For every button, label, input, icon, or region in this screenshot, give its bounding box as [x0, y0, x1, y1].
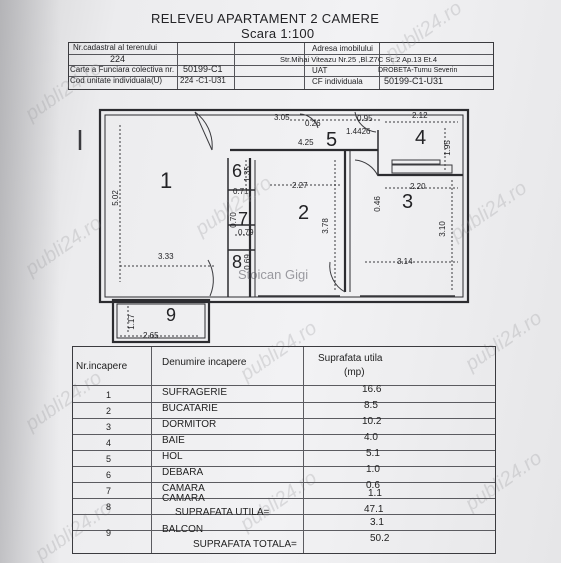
row-name: BUCATARIE	[162, 403, 218, 414]
suprafata-totala-value: 50.2	[370, 533, 390, 544]
room-number-2: 2	[298, 202, 310, 224]
cf-value: 50199-C1-U31	[384, 76, 444, 86]
document-title: RELEVEU APARTAMENT 2 CAMERE	[151, 11, 380, 26]
adresa-value: Str.Mihai Viteazu Nr.25 ,Bl.Z7C Sc.2 Ap.…	[280, 55, 438, 64]
cod-unitate-value: 224 -C1-U31	[180, 76, 226, 85]
row-nr: 6	[106, 470, 112, 480]
suprafata-utila-value: 47.1	[364, 504, 384, 515]
room-number-7: 7	[238, 209, 249, 229]
row-nr: 1	[106, 390, 112, 400]
header-unit: (mp)	[344, 367, 365, 378]
row-nr: 3	[106, 422, 112, 432]
row-name: CAMARA	[162, 493, 205, 504]
row-area: 5.1	[366, 448, 380, 459]
adresa-label: Adresa imobilului	[312, 44, 373, 53]
uat-label: UAT	[312, 66, 328, 75]
row-nr: 7	[106, 486, 112, 496]
dim-2-20: 2.20	[410, 182, 426, 191]
header-name: Denumire incapere	[162, 357, 247, 368]
dim-2-65: 2.65	[143, 331, 159, 340]
suprafata-totala-label: SUPRAFATA TOTALA=	[193, 539, 297, 550]
header-area: Suprafata utila	[318, 353, 383, 364]
dim-1-4426: 1.4426	[346, 127, 371, 136]
nr-cadastral-label: Nr.cadastral al terenului	[73, 43, 158, 52]
document-scale: Scara 1:100	[241, 26, 315, 41]
room-number-4: 4	[415, 127, 427, 149]
row-name: HOL	[162, 451, 183, 462]
row-area: 16.6	[362, 384, 382, 395]
room-number-8: 8	[232, 252, 243, 272]
areas-table	[72, 346, 496, 554]
row-name: CAMARA	[162, 483, 205, 494]
dim-0-26: 0.26	[305, 119, 321, 128]
balcon-area: 3.1	[370, 517, 384, 528]
balcon-nr: 9	[106, 528, 112, 538]
row-nr: 4	[106, 438, 112, 448]
dim-0-71: 0.71	[233, 187, 249, 196]
page-shadow	[0, 0, 60, 563]
row-nr: 8	[106, 502, 112, 512]
row-name: DORMITOR	[162, 419, 217, 430]
balcon-name: BALCON	[162, 524, 204, 535]
dim-1-95: 1.95	[442, 140, 452, 156]
dim-1-17: 1.17	[126, 314, 136, 330]
cf-label: CF individuala	[312, 77, 363, 86]
row-area: 0.6	[366, 480, 380, 491]
row-area: 8.5	[364, 400, 378, 411]
row-nr: 5	[106, 454, 112, 464]
nr-cadastral-value: 224	[110, 54, 126, 64]
dim-3-05: 3.05	[274, 113, 290, 122]
dim-5-02: 5.02	[110, 190, 120, 206]
row-name: BAIE	[162, 435, 185, 446]
dim-3-14: 3.14	[397, 257, 413, 266]
dim-0-95: 0.95	[357, 114, 373, 123]
header-nr: Nr.incapere	[76, 361, 128, 372]
uat-value: DROBETA-Turnu Severin	[378, 67, 458, 74]
signature-stamp: Stoican Gigi	[238, 267, 309, 282]
carte-funciara-value: 50199-C1	[183, 64, 223, 74]
room-number-5: 5	[326, 129, 338, 151]
row-area: 10.2	[362, 416, 382, 427]
carte-funciara-label: Carte a Funciara colectiva nr.	[70, 65, 175, 74]
row-area: 4.0	[364, 432, 378, 443]
dim-0-79: 0.79	[238, 228, 254, 237]
cod-unitate-label: Cod unitate individuala(U)	[70, 76, 163, 85]
room-number-1: 1	[160, 168, 173, 193]
dim-0-46: 0.46	[372, 196, 382, 212]
row-area: 1.0	[366, 464, 380, 475]
row-name: DEBARA	[162, 467, 204, 478]
row-area: 1.1	[368, 488, 382, 499]
room-number-6: 6	[232, 161, 243, 181]
dim-3-78: 3.78	[320, 218, 330, 234]
row-nr: 2	[106, 406, 112, 416]
row-name: SUFRAGERIE	[162, 387, 228, 398]
header-info-table	[68, 42, 494, 90]
dim-2-27: 2.27	[292, 181, 308, 190]
dim-4-25: 4.25	[298, 138, 314, 147]
dim-3-10: 3.10	[437, 221, 447, 237]
room-number-9: 9	[166, 305, 177, 325]
dim-3-33: 3.33	[158, 252, 174, 261]
dim-2-12: 2.12	[412, 111, 428, 120]
suprafata-utila-label: SUPRAFATA UTILA=	[175, 507, 270, 518]
room-number-3: 3	[402, 191, 414, 213]
